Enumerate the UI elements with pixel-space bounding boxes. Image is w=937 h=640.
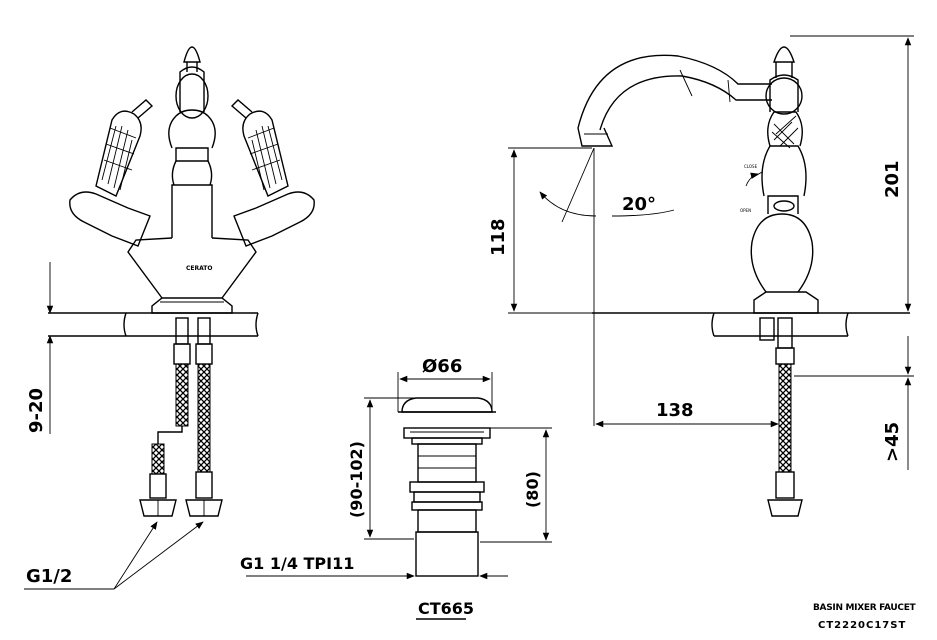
dim-drain-diameter-label: Ø66 xyxy=(422,356,462,377)
thread-callout-front: G1/2 xyxy=(24,521,204,590)
thread-callout-drain: G1 1/4 TPI11 xyxy=(240,554,508,580)
dim-spout-angle: 20° xyxy=(539,147,675,426)
dim-spout-reach-label: 138 xyxy=(656,400,694,421)
side-body: CLOSE OPEN xyxy=(740,46,819,314)
dim-spout-angle-label: 20° xyxy=(622,194,656,215)
front-countertop xyxy=(48,312,259,337)
front-hoses xyxy=(139,317,223,517)
dim-spout-reach: 138 xyxy=(595,400,779,428)
dim-height-total: 201 xyxy=(790,35,914,312)
dim-drain-diameter: Ø66 xyxy=(397,356,493,412)
dim-drain-total-height-label: (90-102) xyxy=(347,441,366,518)
dim-drain-body-height-label: (80) xyxy=(523,471,542,508)
drain-model-label: CT665 xyxy=(418,599,474,618)
front-right-handle xyxy=(230,99,315,247)
svg-text:OPEN: OPEN xyxy=(740,208,751,213)
front-body: CERATO xyxy=(127,46,257,314)
side-spout xyxy=(577,54,772,147)
dim-drain-body-height: (80) xyxy=(478,427,552,543)
front-left-handle xyxy=(69,99,154,247)
side-hose xyxy=(759,317,803,517)
drain-view: Ø66 (90-102) (80) G1 1/4 TPI11 CT665 xyxy=(240,356,552,620)
dim-hose-min: >45 xyxy=(794,336,914,470)
title-block: BASIN MIXER FAUCET CT2220C17ST xyxy=(813,603,917,631)
dim-mount-thickness: 9-20 xyxy=(26,262,54,434)
side-view: CLOSE OPEN 201 118 xyxy=(488,35,914,517)
dim-height-total-label: 201 xyxy=(882,160,903,198)
dim-hose-min-label: >45 xyxy=(882,422,903,462)
side-countertop xyxy=(592,312,910,337)
dim-drain-total-height: (90-102) xyxy=(347,397,440,540)
product-name: BASIN MIXER FAUCET xyxy=(813,603,917,613)
thread-label-drain: G1 1/4 TPI11 xyxy=(240,554,354,573)
dim-mount-thickness-label: 9-20 xyxy=(26,388,47,433)
front-view: CERATO xyxy=(24,46,315,590)
thread-label-front: G1/2 xyxy=(26,566,72,587)
svg-text:CLOSE: CLOSE xyxy=(744,164,758,169)
svg-text:CERATO: CERATO xyxy=(186,265,213,272)
dim-spout-height-label: 118 xyxy=(488,218,509,256)
dim-spout-height: 118 xyxy=(488,147,592,314)
product-code: CT2220C17ST xyxy=(818,620,906,631)
drain-model: CT665 xyxy=(416,599,474,620)
